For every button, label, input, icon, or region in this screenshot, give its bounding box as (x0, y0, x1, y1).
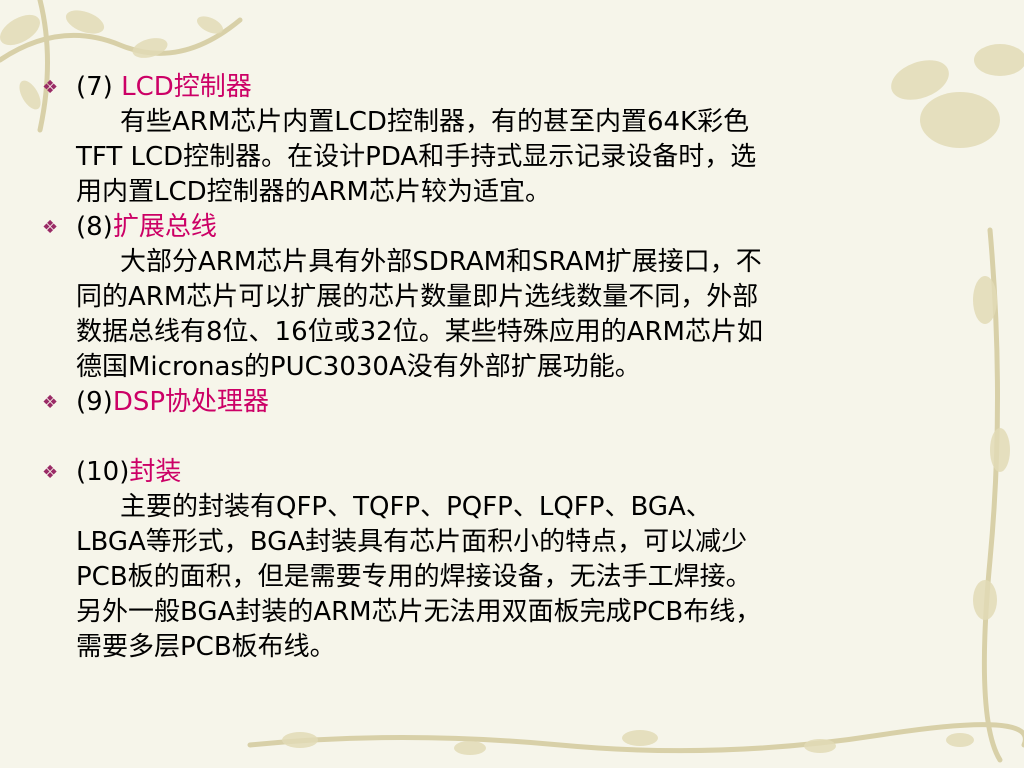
item-body: 大部分ARM芯片具有外部SDRAM和SRAM扩展接口，不 同的ARM芯片可以扩展… (76, 245, 980, 385)
bullet-heading: (10)封装 (76, 455, 980, 490)
item-number: (8) (76, 212, 113, 242)
diamond-bullet-icon: ❖ (42, 462, 59, 483)
item-body-text: 有些ARM芯片内置LCD控制器，有的甚至内置64K彩色 TFT LCD控制器。在… (76, 107, 757, 207)
item-number: (10) (76, 457, 130, 487)
item-topic: DSP协处理器 (112, 387, 270, 417)
item-body: 有些ARM芯片内置LCD控制器，有的甚至内置64K彩色 TFT LCD控制器。在… (76, 105, 980, 210)
item-topic: 封装 (129, 457, 182, 487)
item-number: (7) (76, 72, 122, 102)
bullet-item-bus: ❖ (8)扩展总线 大部分ARM芯片具有外部SDRAM和SRAM扩展接口，不 同… (40, 210, 980, 385)
item-body-text: 大部分ARM芯片具有外部SDRAM和SRAM扩展接口，不 同的ARM芯片可以扩展… (76, 247, 763, 382)
bullet-heading: (7) LCD控制器 (76, 70, 980, 105)
slide-content: ❖ (7) LCD控制器 有些ARM芯片内置LCD控制器，有的甚至内置64K彩色… (40, 70, 980, 665)
item-body: 主要的封装有QFP、TQFP、PQFP、LQFP、BGA、 LBGA等形式，BG… (76, 490, 980, 665)
diamond-bullet-icon: ❖ (42, 392, 59, 413)
item-topic: 扩展总线 (112, 212, 217, 242)
bullet-heading: (9)DSP协处理器 (76, 385, 980, 420)
bullet-heading: (8)扩展总线 (76, 210, 980, 245)
diamond-bullet-icon: ❖ (42, 77, 59, 98)
item-number: (9) (76, 387, 113, 417)
item-body-text: 主要的封装有QFP、TQFP、PQFP、LQFP、BGA、 LBGA等形式，BG… (76, 492, 762, 662)
diamond-bullet-icon: ❖ (42, 217, 59, 238)
spacer (40, 420, 980, 455)
item-topic: LCD控制器 (121, 72, 252, 102)
bullet-item-package: ❖ (10)封装 主要的封装有QFP、TQFP、PQFP、LQFP、BGA、 L… (40, 455, 980, 665)
bullet-item-dsp: ❖ (9)DSP协处理器 (40, 385, 980, 420)
bullet-item-lcd: ❖ (7) LCD控制器 有些ARM芯片内置LCD控制器，有的甚至内置64K彩色… (40, 70, 980, 210)
